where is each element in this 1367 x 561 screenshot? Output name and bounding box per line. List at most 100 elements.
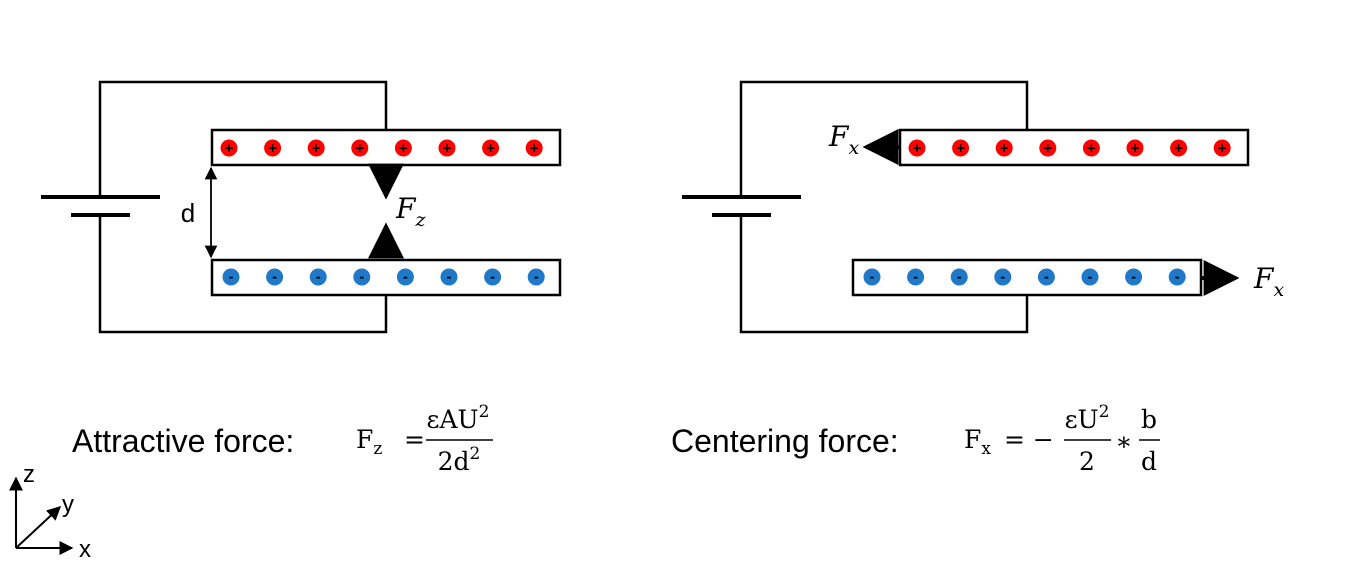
positive-charge-sign: +: [224, 141, 234, 155]
right-circuit-wire-bottom: [739, 215, 1029, 334]
attractive-force-caption: Attractive force:: [72, 423, 294, 459]
positive-charge-icon: +: [482, 139, 500, 157]
negative-charge-sign: -: [490, 270, 495, 284]
negative-charge-sign: -: [1000, 270, 1005, 284]
positive-charge-sign: +: [1130, 141, 1140, 155]
negative-charge-sign: -: [403, 270, 408, 284]
positive-charge-icon: +: [1082, 139, 1100, 157]
negative-charge-icon: -: [994, 268, 1012, 286]
eq-x-frac1-numerator-exponent: 2: [1099, 402, 1110, 422]
eq-x-frac1-numerator: εU2: [1065, 402, 1110, 434]
eq-z-lhs-subscript: z: [373, 439, 382, 459]
negative-charge-icon: -: [396, 268, 414, 286]
eq-z-denominator-exponent: 2: [470, 444, 481, 464]
eq-z-numerator-text: εAU: [427, 405, 479, 434]
eq-x-frac1-denominator: 2: [1079, 447, 1095, 476]
negative-charge-dot: [222, 268, 240, 286]
positive-charge-sign: +: [956, 141, 966, 155]
eq-z-denominator-text: 2d: [438, 447, 470, 476]
positive-charge-icon: +: [952, 139, 970, 157]
positive-charge-dot: [307, 139, 325, 157]
positive-charge-icon: +: [220, 139, 238, 157]
gap-label: d: [181, 198, 195, 228]
negative-charge-dot: [907, 268, 925, 286]
positive-charge-sign: +: [442, 141, 452, 155]
positive-charge-sign: +: [999, 141, 1009, 155]
right-bottom-force-label: Fx: [1253, 262, 1284, 301]
negative-charge-icon: -: [863, 268, 881, 286]
eq-z-numerator: εAU2: [427, 402, 490, 434]
positive-charge-dot: [482, 139, 500, 157]
left-force-label: Fz: [395, 192, 426, 231]
eq-x-lhs-subscript: x: [981, 439, 991, 459]
negative-charge-icon: -: [1081, 268, 1099, 286]
negative-charge-sign: -: [359, 270, 364, 284]
positive-charge-sign: +: [355, 141, 365, 155]
negative-charge-sign: -: [316, 270, 321, 284]
positive-charge-icon: +: [525, 139, 543, 157]
right-bottom-force-subscript: x: [1273, 279, 1284, 301]
negative-charge-sign: -: [534, 270, 539, 284]
eq-x-frac2-numerator: b: [1141, 405, 1157, 434]
negative-charge-dot: [1125, 268, 1143, 286]
negative-charge-icon: -: [309, 268, 327, 286]
right-bottom-plate: [851, 258, 1203, 297]
eq-z-lhs: Fz: [356, 425, 382, 459]
positive-charge-icon: +: [908, 139, 926, 157]
positive-charge-dot: [264, 139, 282, 157]
negative-charge-icon: -: [527, 268, 545, 286]
positive-charge-dot: [1039, 139, 1057, 157]
y-axis-arrow: [15, 506, 62, 549]
positive-charge-dot: [1082, 139, 1100, 157]
positive-charge-icon: +: [995, 139, 1013, 157]
positive-charge-icon: +: [1170, 139, 1188, 157]
eq-x-equals-minus: = −: [1004, 425, 1054, 454]
eq-x-times: ∗: [1116, 427, 1133, 456]
positive-charge-sign: +: [1086, 141, 1096, 155]
eq-x-lhs: Fx: [964, 425, 991, 459]
negative-charge-icon: -: [484, 268, 502, 286]
left-top-charges: + + + + + + + +: [220, 139, 543, 157]
left-bottom-plate: [210, 258, 562, 297]
left-circuit-wire-top: [98, 80, 388, 197]
positive-charge-icon: +: [264, 139, 282, 157]
negative-charge-dot: [1081, 268, 1099, 286]
positive-charge-dot: [995, 139, 1013, 157]
left-circuit-wire-bottom: [98, 215, 388, 334]
negative-charge-sign: -: [913, 270, 918, 284]
positive-charge-sign: +: [529, 141, 539, 155]
negative-charge-icon: -: [440, 268, 458, 286]
positive-charge-icon: +: [351, 139, 369, 157]
negative-charge-icon: -: [907, 268, 925, 286]
right-bottom-force-symbol: F: [1253, 262, 1275, 295]
right-top-charges: ++++++++: [908, 139, 1231, 157]
negative-charge-dot: [1168, 268, 1186, 286]
coordinate-axes-icon: z y x: [9, 461, 91, 561]
negative-charge-dot: [440, 268, 458, 286]
negative-charge-dot: [527, 268, 545, 286]
positive-charge-sign: +: [398, 141, 408, 155]
y-axis-label: y: [62, 491, 74, 518]
left-force-subscript: z: [414, 209, 426, 231]
eq-z-equals: =: [404, 425, 425, 454]
negative-charge-icon: -: [266, 268, 284, 286]
negative-charge-icon: -: [1125, 268, 1143, 286]
positive-charge-sign: +: [1174, 141, 1184, 155]
right-circuit-wire-top: [739, 80, 1029, 197]
eq-z-lhs-symbol: F: [356, 425, 373, 454]
eq-z-numerator-exponent: 2: [479, 402, 490, 422]
positive-charge-sign: +: [268, 141, 278, 155]
negative-charge-sign: -: [1131, 270, 1136, 284]
positive-charge-sign: +: [912, 141, 922, 155]
positive-charge-icon: +: [307, 139, 325, 157]
negative-charge-icon: -: [950, 268, 968, 286]
positive-charge-dot: [952, 139, 970, 157]
negative-charge-sign: -: [272, 270, 277, 284]
negative-charge-icon: -: [222, 268, 240, 286]
negative-charge-sign: -: [870, 270, 875, 284]
negative-charge-sign: -: [229, 270, 234, 284]
positive-charge-dot: [351, 139, 369, 157]
positive-charge-sign: +: [486, 141, 496, 155]
